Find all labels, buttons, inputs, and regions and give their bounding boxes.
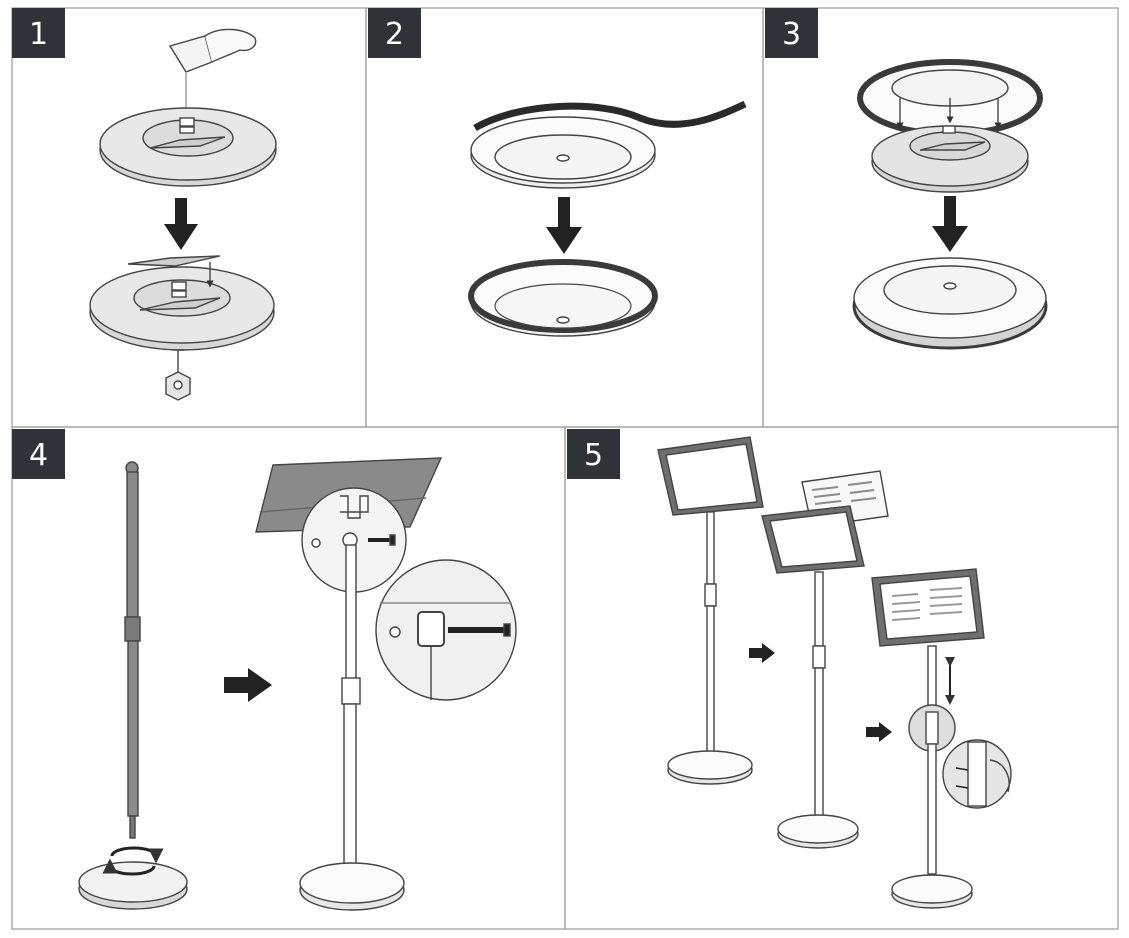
down-arrow-icon — [164, 198, 198, 250]
step-badge-5: 5 — [567, 429, 620, 479]
step-badge-1: 1 — [12, 8, 65, 58]
right-arrow-icon — [749, 643, 775, 663]
panel-3-illustration — [852, 59, 1048, 350]
step-badge-3: 3 — [765, 8, 818, 58]
step-badge-4: 4 — [12, 429, 65, 479]
water-cup-icon — [168, 28, 257, 118]
panel-4-illustration — [78, 457, 517, 911]
right-arrow-icon — [866, 722, 892, 742]
panel-grid — [11, 7, 1119, 930]
down-arrow-icon — [546, 197, 582, 254]
panel-1-illustration — [89, 28, 277, 401]
panel-5-illustration — [657, 436, 1012, 909]
nut-icon — [165, 349, 191, 401]
svg-text:5: 5 — [584, 438, 603, 473]
panel-2-illustration — [468, 100, 747, 337]
right-arrow-icon — [224, 668, 272, 702]
svg-text:4: 4 — [29, 438, 48, 473]
svg-text:3: 3 — [782, 17, 801, 52]
screw-icon — [311, 534, 396, 548]
rotate-icon — [102, 846, 164, 876]
svg-text:2: 2 — [385, 17, 404, 52]
down-arrow-icon — [932, 196, 968, 252]
step-badge-2: 2 — [368, 8, 421, 58]
svg-text:1: 1 — [29, 17, 48, 52]
